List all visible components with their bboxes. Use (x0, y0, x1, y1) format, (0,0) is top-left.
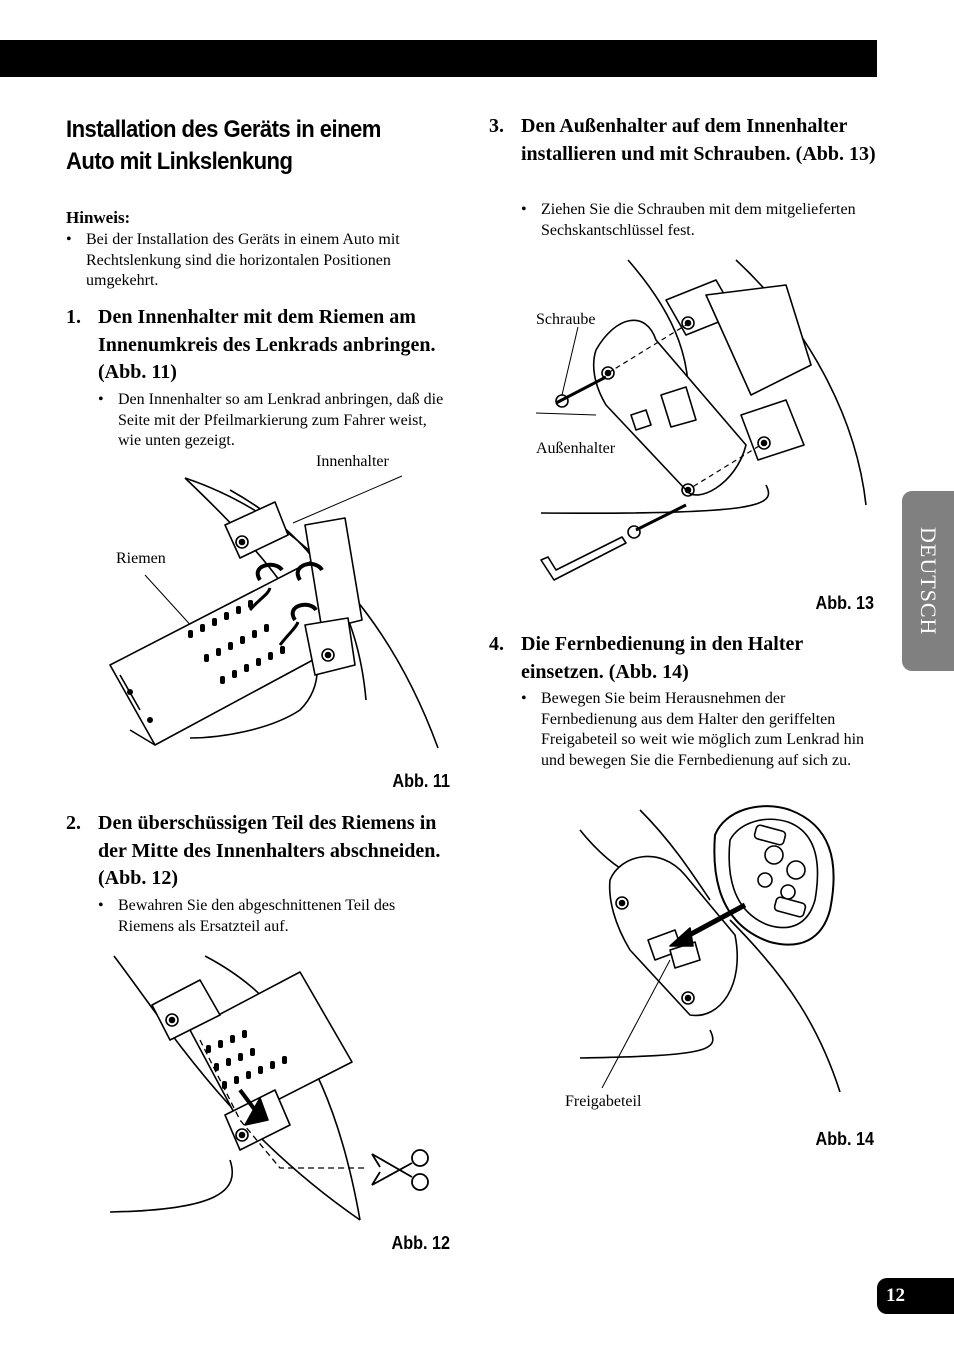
language-tab-label: DEUTSCH (916, 526, 941, 636)
step-2-text: Den überschüssigen Teil des Riemens in d… (98, 812, 441, 889)
step-4-bullet: Bewegen Sie beim Herausnehmen der Fernbe… (521, 689, 866, 771)
note-label: Hinweis: (66, 208, 131, 227)
callout-release: Freigabeteil (565, 1093, 642, 1110)
step-4-text: Die Fernbedienung in den Halter einsetze… (521, 633, 803, 683)
figure-14-label: Abb. 14 (815, 1129, 874, 1149)
figure-13-illustration (536, 255, 871, 585)
step-1-number: 1. (66, 306, 81, 328)
step-3-text: Den Außenhalter auf dem Innenhalter inst… (521, 115, 876, 165)
figure-12-label: Abb. 12 (391, 1233, 450, 1253)
note-text: Bei der Installation des Geräts in einem… (66, 230, 456, 292)
callout-strap: Riemen (116, 550, 166, 567)
header-bar (0, 40, 877, 77)
step-4-heading: 4. Die Fernbedienung in den Halter einse… (489, 631, 884, 686)
section-title: Installation des Geräts in einem Auto mi… (66, 114, 421, 178)
language-tab (902, 491, 954, 671)
figure-11-illustration (100, 470, 450, 760)
step-1-text: Den Innenhalter mit dem Riemen am Innenu… (98, 306, 436, 383)
figure-12-illustration (110, 950, 440, 1222)
step-3-bullet: Ziehen Sie die Schrauben mit dem mitgeli… (521, 200, 866, 241)
callout-inner-holder: Innenhalter (316, 453, 389, 470)
step-2-number: 2. (66, 812, 81, 834)
figure-11-label: Abb. 11 (392, 771, 450, 791)
step-2-heading: 2. Den überschüssigen Teil des Riemens i… (66, 810, 461, 893)
section-title-line2: Auto mit Linkslenkung (66, 148, 293, 175)
callout-screw: Schraube (536, 311, 596, 328)
figure-13-label: Abb. 13 (815, 593, 874, 613)
page-number: 12 (877, 1278, 954, 1314)
step-4-number: 4. (489, 633, 504, 655)
callout-outer-holder: Außenhalter (536, 440, 616, 457)
step-2-bullet: Bewahren Sie den abgeschnittenen Teil de… (98, 896, 450, 937)
step-3-heading: 3. Den Außenhalter auf dem Innenhalter i… (489, 113, 884, 168)
step-1-bullet: Den Innenhalter so am Lenkrad anbringen,… (98, 390, 450, 452)
step-1-heading: 1. Den Innenhalter mit dem Riemen am Inn… (66, 304, 456, 387)
figure-14-illustration (560, 800, 870, 1100)
step-3-number: 3. (489, 115, 504, 137)
section-title-line1: Installation des Geräts in einem (66, 116, 381, 143)
